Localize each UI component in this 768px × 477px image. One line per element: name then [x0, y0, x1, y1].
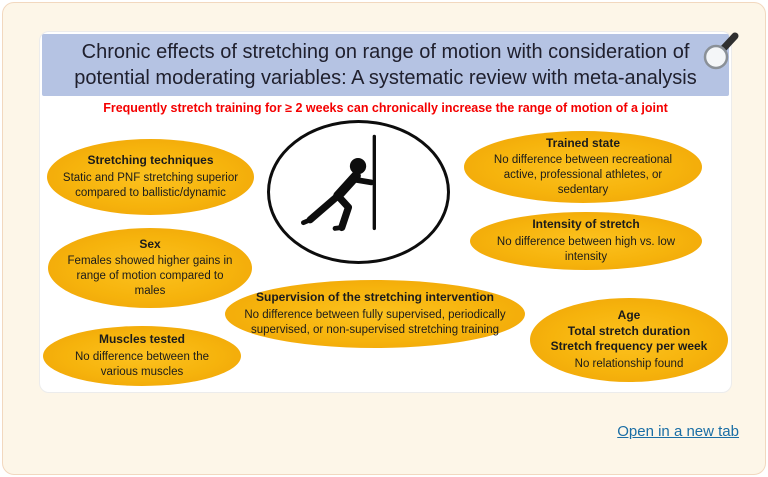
bubble-body: No difference between recreational activ… — [493, 154, 673, 197]
bubble-body: Females showed higher gains in range of … — [67, 255, 233, 298]
bubble-trained-state: Trained state No difference between recr… — [464, 131, 702, 203]
abstract-title-bar: Chronic effects of stretching on range o… — [42, 34, 729, 96]
bubble-title: Intensity of stretch — [532, 217, 640, 232]
key-finding-text: Frequently stretch training for ≥ 2 week… — [103, 101, 668, 115]
bubble-body: No relationship found — [574, 357, 684, 370]
bubble-stretching-techniques: Stretching techniques Static and PNF str… — [47, 139, 254, 215]
stick-figure-stretching-icon — [301, 134, 376, 232]
bubble-body: No difference between high vs. low inten… — [496, 235, 676, 263]
bubble-title: Sex — [139, 236, 161, 251]
bubble-title: Muscles tested — [98, 332, 186, 347]
bubble-title: Supervision of the stretching interventi… — [255, 290, 495, 305]
bubble-title: Age Total stretch duration Stretch frequ… — [550, 308, 708, 354]
bubble-muscles-tested: Muscles tested No difference between the… — [43, 326, 241, 386]
bubble-body: Static and PNF stretching superior compa… — [62, 171, 239, 199]
bubble-supervision: Supervision of the stretching interventi… — [225, 280, 525, 348]
bubble-body: No difference between fully supervised, … — [244, 308, 506, 336]
bubble-title: Stretching techniques — [87, 153, 214, 168]
bubble-sex: Sex Females showed higher gains in range… — [48, 228, 252, 308]
bubble-body: No difference between the various muscle… — [74, 350, 210, 378]
abstract-title: Chronic effects of stretching on range o… — [74, 41, 697, 89]
bubble-title: Trained state — [545, 135, 621, 150]
bubble-age-duration-frequency: Age Total stretch duration Stretch frequ… — [530, 298, 728, 382]
zoom-image-icon[interactable] — [698, 30, 742, 76]
graphical-abstract[interactable]: Chronic effects of stretching on range o… — [39, 31, 739, 393]
center-figure-ellipse — [267, 120, 450, 264]
bubble-intensity-of-stretch: Intensity of stretch No difference betwe… — [470, 212, 702, 270]
open-in-new-tab-link[interactable]: Open in a new tab — [617, 423, 739, 440]
